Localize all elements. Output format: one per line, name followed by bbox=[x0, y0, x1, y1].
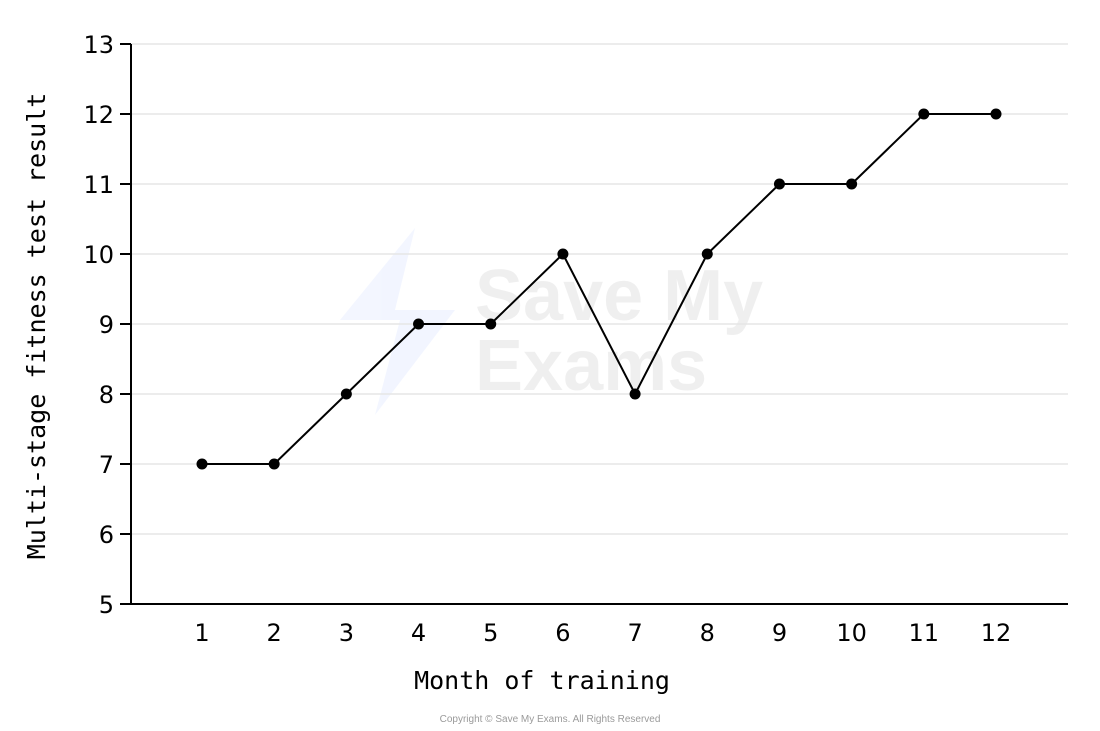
x-tick-label: 7 bbox=[627, 619, 642, 647]
y-tick-label: 10 bbox=[83, 241, 114, 269]
x-tick-label: 8 bbox=[700, 619, 715, 647]
data-point bbox=[485, 318, 497, 330]
y-tick-label: 8 bbox=[99, 381, 114, 409]
data-point bbox=[846, 178, 858, 190]
x-tick-label: 3 bbox=[339, 619, 354, 647]
y-tick-label: 13 bbox=[83, 31, 114, 59]
data-point bbox=[268, 458, 280, 470]
svg-text:Exams: Exams bbox=[475, 326, 707, 406]
x-tick-label: 12 bbox=[981, 619, 1012, 647]
x-tick-label: 9 bbox=[772, 619, 787, 647]
data-point bbox=[918, 108, 930, 120]
data-point bbox=[990, 108, 1002, 120]
data-point bbox=[701, 248, 713, 260]
data-point bbox=[629, 388, 641, 400]
data-point bbox=[196, 458, 208, 470]
y-tick-label: 7 bbox=[99, 451, 114, 479]
data-point bbox=[773, 178, 785, 190]
y-tick-label: 12 bbox=[83, 101, 114, 129]
x-tick-label: 11 bbox=[909, 619, 940, 647]
x-tick-label: 5 bbox=[483, 619, 498, 647]
x-tick-label: 4 bbox=[411, 619, 426, 647]
x-tick-label: 6 bbox=[555, 619, 570, 647]
svg-text:Save My: Save My bbox=[475, 256, 763, 336]
x-axis-label: Month of training bbox=[414, 666, 670, 695]
x-tick-label: 2 bbox=[267, 619, 282, 647]
y-axis-label: Multi-stage fitness test result bbox=[22, 93, 51, 560]
x-tick-label: 10 bbox=[836, 619, 867, 647]
watermark-logo: Save My Exams bbox=[340, 228, 763, 415]
y-tick-label: 6 bbox=[99, 521, 114, 549]
y-tick-label: 11 bbox=[83, 171, 114, 199]
y-tick-label: 5 bbox=[99, 591, 114, 619]
data-point bbox=[557, 248, 569, 260]
copyright-text: Copyright © Save My Exams. All Rights Re… bbox=[439, 714, 661, 725]
series-line bbox=[202, 113, 996, 465]
x-tick-label: 1 bbox=[194, 619, 209, 647]
data-point bbox=[340, 388, 352, 400]
data-point bbox=[413, 318, 425, 330]
y-tick-label: 9 bbox=[99, 311, 114, 339]
